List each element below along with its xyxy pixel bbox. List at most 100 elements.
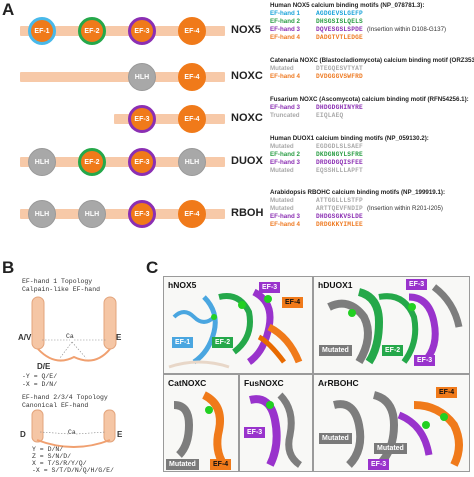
motif-title: Arabidopsis RBOHC calcium binding motifs… [270, 189, 446, 196]
protein-backbone [20, 209, 225, 219]
motif-seq: ATTGGLLLSTFP [316, 197, 363, 204]
canonical-ef-hand-diagram [31, 409, 116, 448]
motif-seq: AGDGEVSLGEFP [316, 10, 363, 17]
protein-structure-image [333, 391, 463, 468]
domain-row-fusnoxc: EF-3 EF-4 NOXC [0, 99, 474, 139]
structure-hduox1: hDUOX1 EF-3 Mutated EF-2 EF-3 [313, 276, 470, 374]
motif-block-rboh: Arabidopsis RBOHC calcium binding motifs… [270, 189, 445, 229]
structure-title: CatNOXC [168, 378, 207, 388]
motif-seq: EQSSHLLLAPFT [316, 167, 363, 174]
structure-title: ArRBOHC [318, 378, 359, 388]
ef-hand-4-domain: EF-4 [178, 63, 206, 91]
hlh-domain: HLH [178, 148, 206, 176]
structure-title: hNOX5 [168, 280, 197, 290]
ef-4-tag: EF-4 [210, 459, 232, 470]
protein-structure-image [168, 288, 303, 369]
motif-label: EF-hand 1 [270, 10, 300, 17]
ef-4-tag: EF-4 [436, 387, 458, 398]
motif-label: EF-hand 3 [270, 159, 300, 166]
row-label-nox5: NOX5 [231, 24, 261, 36]
motif-block-fusnoxc: Fusarium NOXC (Ascomycota) calcium bindi… [270, 96, 469, 120]
topology-subtitle: Calpain-like EF-hand [22, 286, 101, 293]
hlh-domain: HLH [128, 63, 156, 91]
domain-row-duox: HLH EF-2 EF-3 HLH DUOX [0, 141, 474, 185]
ef-hand-2-domain: EF-2 [78, 17, 106, 45]
ef-hand-3-domain: EF-3 [128, 105, 156, 133]
domain-row-catnoxc: HLH EF-4 NOXC [0, 57, 474, 97]
ef-1-tag: EF-1 [172, 337, 194, 348]
protein-backbone [20, 72, 225, 82]
motif-seq: EIQLAEQ [316, 112, 344, 119]
motif-label: Mutated [270, 65, 294, 72]
domain-row-rboh: HLH HLH EF-3 EF-4 RBOH [0, 193, 474, 237]
structure-title: FusNOXC [244, 378, 284, 388]
motif-seq: DQVESGSLSPDE [316, 26, 363, 33]
calcium-ion-label: Ca [68, 429, 76, 436]
calpain-ef-hand-diagram [31, 296, 117, 362]
protein-structure-image [173, 391, 228, 468]
motif-label: Mutated [270, 197, 294, 204]
motif-label: Mutated [270, 167, 294, 174]
motif-label: EF-hand 2 [270, 151, 300, 158]
row-label-rboh: RBOH [231, 207, 264, 219]
motif-title: Catenaria NOXC (Blastocladiomycota) calc… [270, 57, 474, 64]
motif-seq: DKDGNGYLSFRE [316, 151, 363, 158]
ef-hand-2-domain: EF-2 [78, 148, 106, 176]
structure-catnoxc: CatNOXC Mutated EF-4 [163, 374, 239, 472]
ef-2-tag: EF-2 [382, 345, 404, 356]
motif-note: (Insertion within R201-I205) [366, 205, 443, 212]
motif-seq: DHSGSISLQELS [316, 18, 363, 25]
motif-block-catnoxc: Catenaria NOXC (Blastocladiomycota) calc… [270, 57, 474, 81]
motif-label: EF-hand 3 [270, 104, 300, 111]
motif-block-duox: Human DUOX1 calcium binding motifs (NP_0… [270, 135, 429, 175]
motif-label: EF-hand 2 [270, 18, 300, 25]
domain-row-nox5: EF-1 EF-2 EF-3 EF-4 NOX5 [0, 12, 474, 52]
residue-d: D [20, 430, 26, 439]
structure-fusnoxc: FusNOXC EF-3 [239, 374, 313, 472]
ef-hand-1-domain: EF-1 [28, 17, 56, 45]
motif-label: Truncated [270, 112, 300, 119]
protein-backbone [20, 26, 225, 36]
motif-title: Human DUOX1 calcium binding motifs (NP_0… [270, 135, 429, 142]
ef-3-tag: EF-3 [406, 279, 428, 290]
motif-seq: DHDGSGKVSLDE [316, 213, 363, 220]
position-x-rule: X = T/S/R/Y/Q/ [32, 460, 87, 467]
motif-label: Mutated [270, 143, 294, 150]
protein-structure-image [327, 284, 463, 365]
ef-4-tag: EF-4 [282, 297, 304, 308]
motif-label: Mutated [270, 205, 294, 212]
residue-e: E [117, 430, 123, 439]
position-x-rule: -X = D/N/ [22, 381, 58, 388]
motif-seq: DADGTVTLEDGE [316, 34, 363, 41]
motif-note: (Insertion within D108-G137) [366, 26, 447, 33]
row-label-duox: DUOX [231, 155, 263, 167]
position-y-rule: -Y = Q/E/ [22, 373, 58, 380]
structure-arrbohc: ArRBOHC EF-4 Mutated Mutated EF-3 [313, 374, 470, 472]
position-y-rule: Y = D/N/ [32, 446, 64, 453]
panel-c-letter: C [146, 258, 159, 277]
hlh-domain: HLH [78, 200, 106, 228]
motif-seq: DVDGGGVSWFRD [316, 73, 363, 80]
hlh-domain: HLH [28, 148, 56, 176]
topology-subtitle: Canonical EF-hand [22, 402, 89, 409]
mutated-tag: Mutated [319, 345, 352, 356]
ef-hand-3-domain: EF-3 [128, 200, 156, 228]
ef-2-tag: EF-2 [212, 337, 234, 348]
motif-seq: ARTTQEVFNDIP [316, 205, 363, 212]
protein-backbone [20, 157, 225, 167]
motif-label: EF-hand 4 [270, 221, 300, 228]
motif-title: Fusarium NOXC (Ascomycota) calcium bindi… [270, 96, 469, 103]
ef-hand-3-domain: EF-3 [128, 17, 156, 45]
structure-title: hDUOX1 [318, 280, 353, 290]
residue-d-e: D/E [37, 362, 51, 371]
motif-seq: DRDGKKYIMLEE [316, 221, 363, 228]
protein-structure-image [249, 392, 303, 468]
protein-backbone [114, 114, 225, 124]
motif-block-nox5: Human NOX5 calcium binding motifs (NP_07… [270, 2, 446, 42]
ef-hand-4-domain: EF-4 [178, 17, 206, 45]
motif-label: EF-hand 4 [270, 73, 300, 80]
hlh-domain: HLH [28, 200, 56, 228]
ef-hand-3-domain: EF-3 [128, 148, 156, 176]
topology-title: EF-hand 1 Topology [22, 278, 93, 285]
motif-label: EF-hand 3 [270, 26, 300, 33]
